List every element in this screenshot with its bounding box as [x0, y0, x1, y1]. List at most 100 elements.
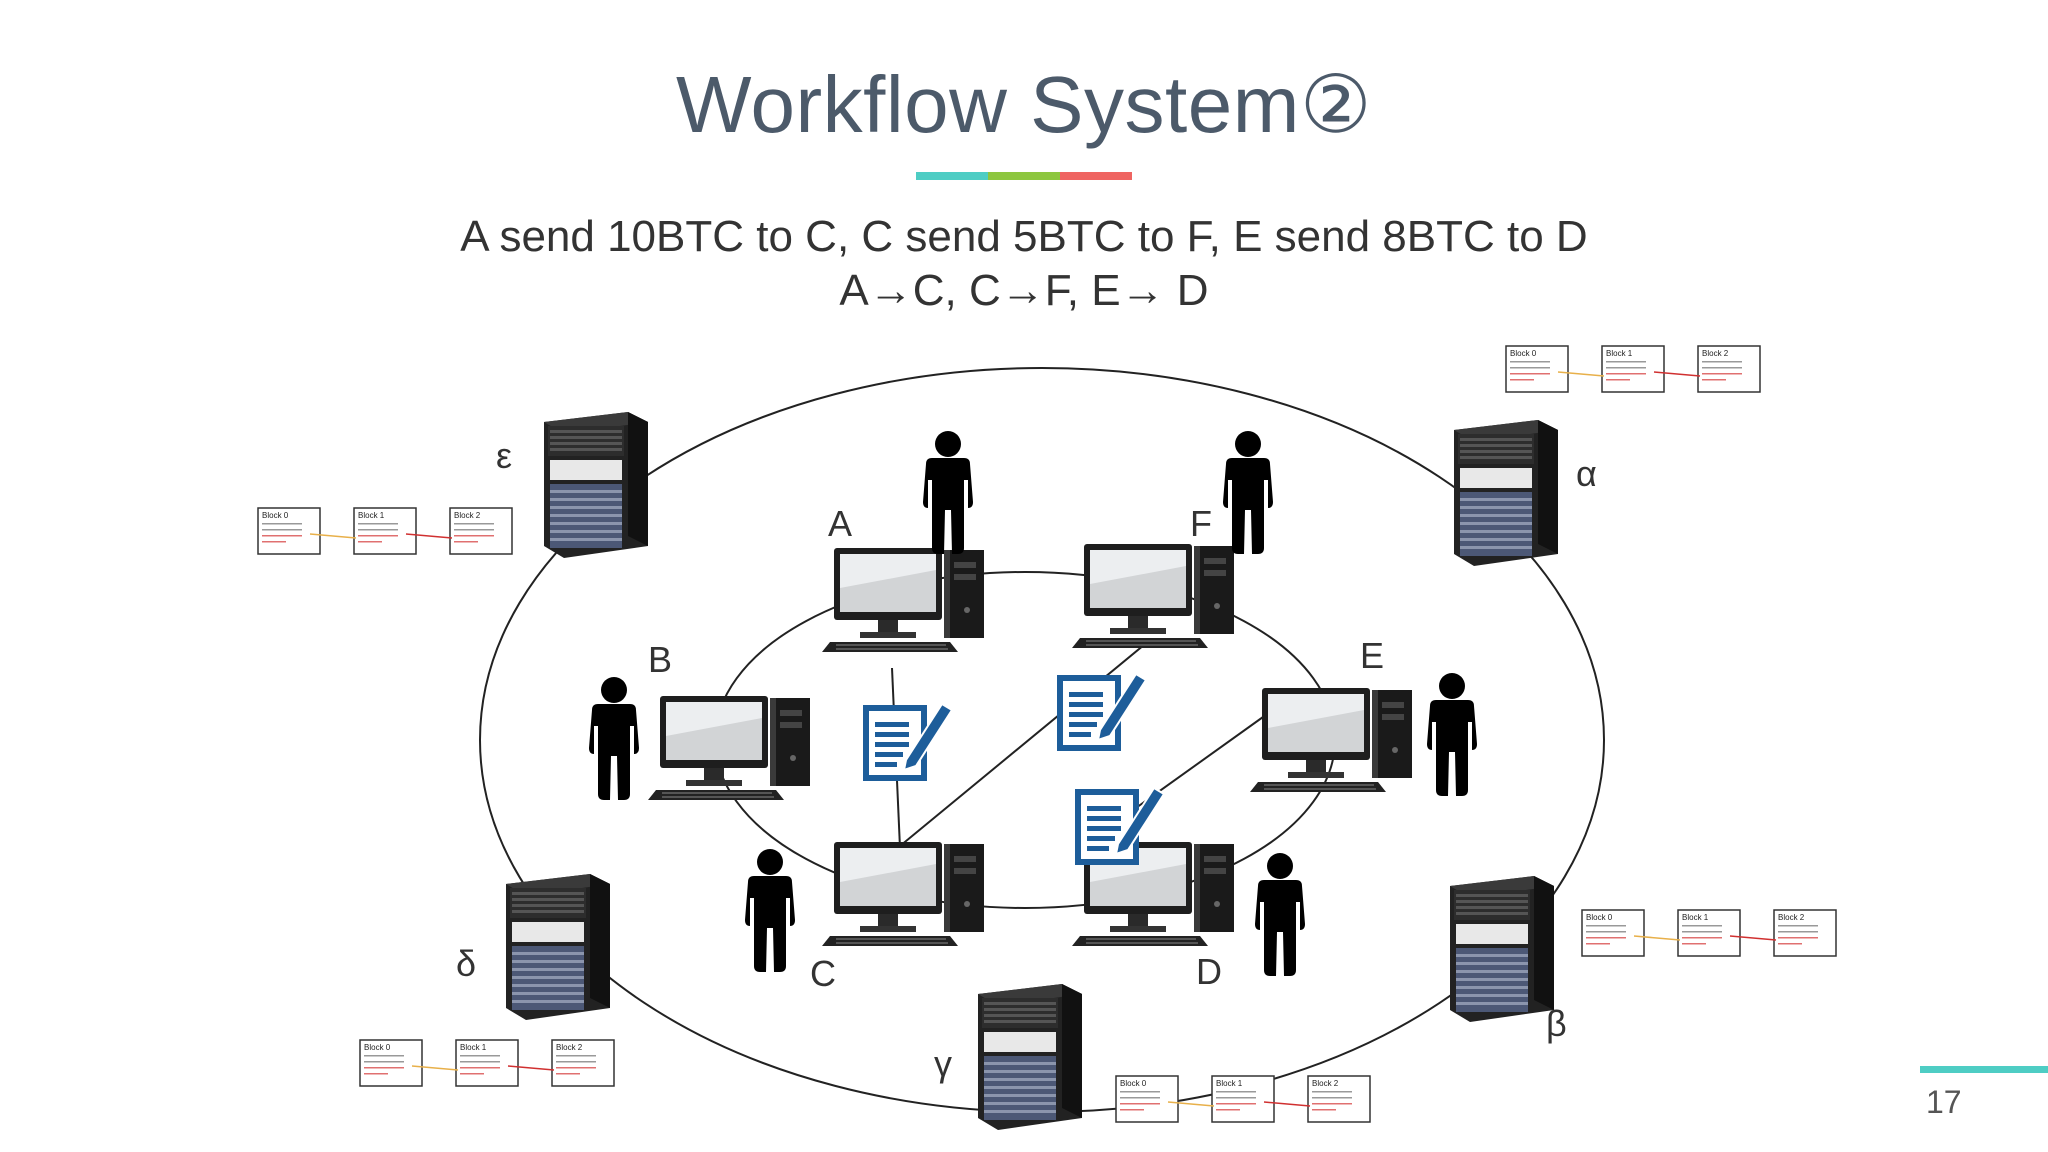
block-detail — [262, 541, 286, 543]
block-box — [1211, 1075, 1275, 1123]
block-detail — [1682, 943, 1706, 945]
block-label: Block 2 — [556, 1043, 583, 1052]
block-detail — [358, 541, 382, 543]
block-detail — [1312, 1109, 1336, 1111]
person-a-icon — [923, 431, 973, 554]
block-detail — [1312, 1103, 1352, 1105]
block-label: Block 2 — [1312, 1079, 1339, 1088]
block-detail — [1216, 1103, 1256, 1105]
block-link-arrow — [1633, 935, 1681, 941]
block-detail — [1606, 379, 1630, 381]
computer-e-icon — [1250, 688, 1412, 792]
ledger-delta: Block 0 Block 1 Block 2 — [359, 1039, 615, 1087]
block-detail — [358, 529, 398, 531]
node-label-beta: β — [1546, 1003, 1567, 1044]
title-accent-green — [988, 172, 1060, 180]
block-detail — [1586, 931, 1626, 933]
block-detail — [1216, 1091, 1256, 1093]
tx-line-c-f — [899, 639, 1151, 847]
block-detail — [1606, 361, 1646, 363]
transaction-c-f-icon — [1060, 674, 1146, 748]
client-label-f: F — [1190, 503, 1212, 544]
block-detail — [262, 523, 302, 525]
block-detail — [1682, 925, 1722, 927]
transaction-a-c-icon — [866, 704, 952, 778]
block-detail — [1778, 931, 1818, 933]
block-detail — [1682, 931, 1722, 933]
block-box — [455, 1039, 519, 1087]
block-detail — [1682, 937, 1722, 939]
block-detail — [1510, 361, 1550, 363]
block-detail — [364, 1067, 404, 1069]
block-detail — [1778, 937, 1818, 939]
client-label-b: B — [648, 639, 672, 680]
server-alpha-icon — [1454, 420, 1558, 566]
client-label-c: C — [810, 953, 836, 994]
block-link-arrow — [1729, 935, 1777, 941]
server-gamma-icon — [978, 984, 1082, 1130]
block-link-arrow — [411, 1065, 459, 1071]
node-label-epsilon: ε — [496, 435, 512, 476]
block-label: Block 0 — [1120, 1079, 1147, 1088]
block-detail — [454, 523, 494, 525]
block-label: Block 0 — [1510, 349, 1537, 358]
computer-f-icon — [1072, 544, 1234, 648]
block-label: Block 2 — [454, 511, 481, 520]
block-label: Block 1 — [1606, 349, 1633, 358]
block-detail — [1510, 367, 1550, 369]
block-detail — [1778, 943, 1802, 945]
ledger-epsilon: Block 0 Block 1 Block 2 — [257, 507, 513, 555]
client-label-a: A — [828, 503, 852, 544]
server-beta-icon — [1450, 876, 1554, 1022]
block-detail — [460, 1061, 500, 1063]
block-detail — [364, 1061, 404, 1063]
person-b-icon — [589, 677, 639, 800]
block-box — [1581, 909, 1645, 957]
block-detail — [454, 541, 478, 543]
client-label-d: D — [1196, 951, 1222, 992]
server-epsilon-icon — [544, 412, 648, 558]
block-detail — [1702, 367, 1742, 369]
title-accent-teal — [916, 172, 988, 180]
block-label: Block 0 — [262, 511, 289, 520]
block-detail — [1312, 1097, 1352, 1099]
subtitle-transactions: A send 10BTC to C, C send 5BTC to F, E s… — [460, 212, 1588, 261]
block-detail — [1606, 367, 1646, 369]
block-label: Block 1 — [358, 511, 385, 520]
page-number: 17 — [1926, 1084, 1962, 1120]
person-d-icon — [1255, 853, 1305, 976]
block-detail — [1120, 1097, 1160, 1099]
computer-a-icon — [822, 548, 984, 652]
node-label-alpha: α — [1576, 453, 1597, 494]
block-link-arrow — [507, 1065, 555, 1071]
block-detail — [556, 1073, 580, 1075]
block-box — [1677, 909, 1741, 957]
block-detail — [1120, 1103, 1160, 1105]
person-e-icon — [1427, 673, 1477, 796]
block-detail — [460, 1067, 500, 1069]
block-label: Block 0 — [1586, 913, 1613, 922]
block-detail — [454, 529, 494, 531]
block-detail — [556, 1067, 596, 1069]
block-detail — [262, 535, 302, 537]
block-detail — [262, 529, 302, 531]
block-box — [551, 1039, 615, 1087]
block-detail — [556, 1061, 596, 1063]
block-label: Block 1 — [460, 1043, 487, 1052]
block-box — [257, 507, 321, 555]
block-label: Block 2 — [1778, 913, 1805, 922]
block-link-arrow — [1653, 371, 1701, 377]
block-label: Block 0 — [364, 1043, 391, 1052]
node-label-gamma: γ — [934, 1043, 952, 1084]
block-detail — [364, 1055, 404, 1057]
block-box — [353, 507, 417, 555]
block-detail — [1778, 925, 1818, 927]
computer-c-icon — [822, 842, 984, 946]
block-detail — [1216, 1097, 1256, 1099]
block-box — [449, 507, 513, 555]
person-c-icon — [745, 849, 795, 972]
block-detail — [1120, 1091, 1160, 1093]
page-number-accent — [1920, 1066, 2048, 1073]
block-detail — [1120, 1109, 1144, 1111]
